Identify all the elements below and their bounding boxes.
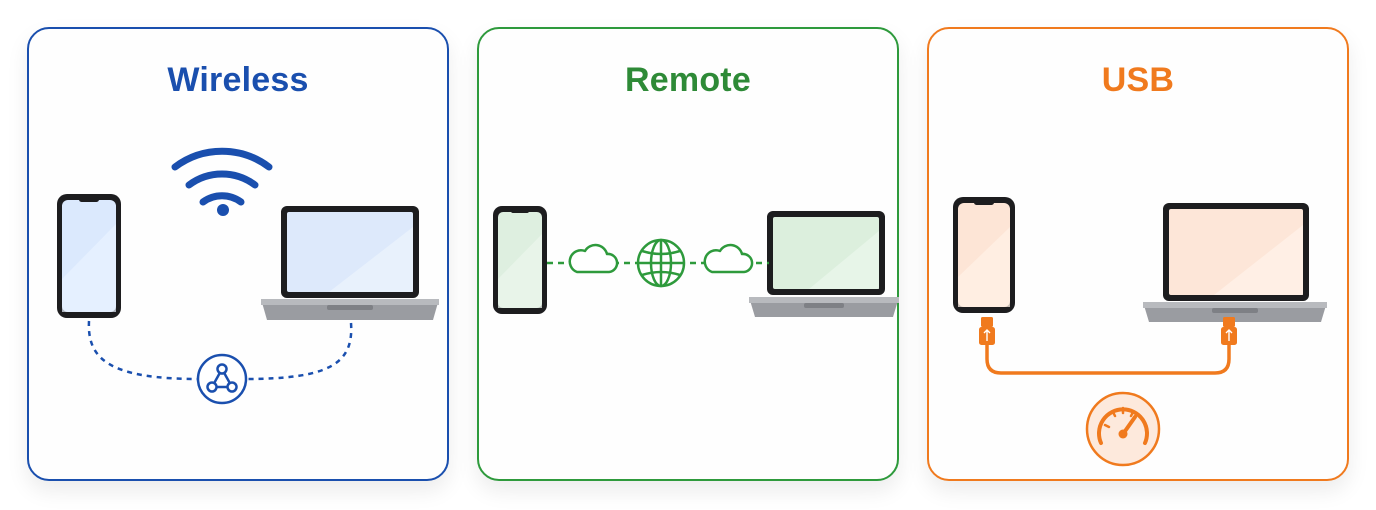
usb-title: USB	[1101, 61, 1175, 99]
laptop-icon	[749, 211, 899, 317]
smartphone-icon	[493, 206, 547, 314]
usb-panel: USB	[927, 27, 1349, 481]
smartphone-icon	[953, 197, 1015, 313]
remote-panel: Remote	[477, 27, 899, 481]
wireless-panel: Wireless	[27, 27, 449, 481]
cloud-icon	[703, 243, 754, 274]
cloud-icon	[568, 243, 619, 274]
network-hub-icon	[196, 353, 248, 405]
speedometer-icon	[1085, 391, 1161, 467]
laptop-icon	[261, 206, 439, 320]
remote-illustration	[493, 206, 899, 317]
usb-plug-icon	[1221, 317, 1237, 345]
wireless-illustration	[57, 147, 439, 405]
laptop-icon	[1143, 203, 1327, 322]
smartphone-icon	[57, 194, 121, 318]
remote-title: Remote	[625, 61, 751, 99]
usb-plug-icon	[979, 317, 995, 345]
usb-illustration	[953, 197, 1327, 467]
wifi-icon	[171, 147, 273, 216]
wireless-title: Wireless	[167, 61, 309, 99]
globe-icon	[636, 238, 686, 288]
